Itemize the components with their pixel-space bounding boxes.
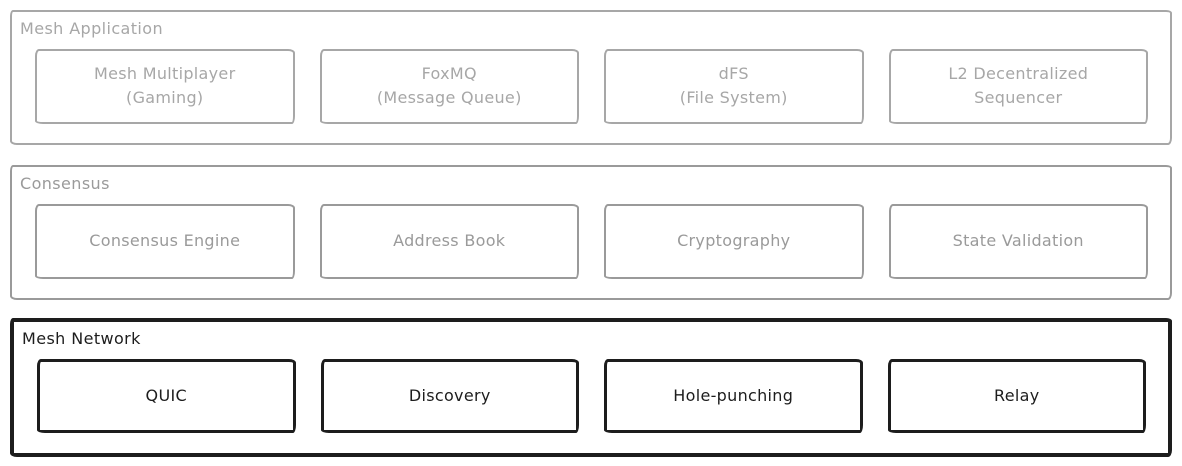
box-mesh-multiplayer-label: Mesh Multiplayer (Gaming) xyxy=(94,63,236,108)
box-dfs-label: dFS (File System) xyxy=(679,63,788,108)
mesh-network-boxes-row: QUIC Discovery Hole-punching Relay xyxy=(37,358,1146,433)
box-address-book: Address Book xyxy=(319,203,579,279)
box-cryptography-label: Cryptography xyxy=(677,231,791,250)
box-hole-punching-label: Hole-punching xyxy=(673,385,794,405)
box-dfs: dFS (File System) xyxy=(604,48,864,124)
box-foxmq-label: FoxMQ (Message Queue) xyxy=(376,63,522,108)
box-discovery-label: Discovery xyxy=(408,385,491,405)
box-l2-decentralized-sequencer: L2 Decentralized Sequencer xyxy=(888,48,1148,124)
box-l2-decentralized-sequencer-label: L2 Decentralized Sequencer xyxy=(948,63,1089,108)
box-discovery: Discovery xyxy=(320,358,579,433)
layer-consensus: Consensus Consensus Engine Address Book … xyxy=(10,165,1172,300)
box-address-book-label: Address Book xyxy=(393,231,506,250)
consensus-boxes-row: Consensus Engine Address Book Cryptograp… xyxy=(35,203,1148,279)
box-state-validation-label: State Validation xyxy=(952,231,1084,250)
box-consensus-engine: Consensus Engine xyxy=(35,203,295,279)
box-consensus-engine-label: Consensus Engine xyxy=(89,231,241,250)
box-state-validation: State Validation xyxy=(888,203,1148,279)
layer-mesh-application-label: Mesh Application xyxy=(20,19,164,38)
layer-mesh-network: Mesh Network QUIC Discovery Hole-punchin… xyxy=(10,318,1172,457)
box-cryptography: Cryptography xyxy=(604,203,864,279)
box-foxmq: FoxMQ (Message Queue) xyxy=(319,48,579,124)
box-mesh-multiplayer: Mesh Multiplayer (Gaming) xyxy=(35,48,295,124)
layer-consensus-label: Consensus xyxy=(20,174,110,193)
layer-mesh-application: Mesh Application Mesh Multiplayer (Gamin… xyxy=(10,10,1172,145)
box-quic: QUIC xyxy=(37,358,296,433)
box-relay-label: Relay xyxy=(994,385,1040,405)
mesh-application-boxes-row: Mesh Multiplayer (Gaming) FoxMQ (Message… xyxy=(35,48,1148,124)
box-relay: Relay xyxy=(887,358,1146,433)
box-quic-label: QUIC xyxy=(145,385,187,405)
box-hole-punching: Hole-punching xyxy=(604,358,863,433)
layer-mesh-network-label: Mesh Network xyxy=(22,329,141,348)
